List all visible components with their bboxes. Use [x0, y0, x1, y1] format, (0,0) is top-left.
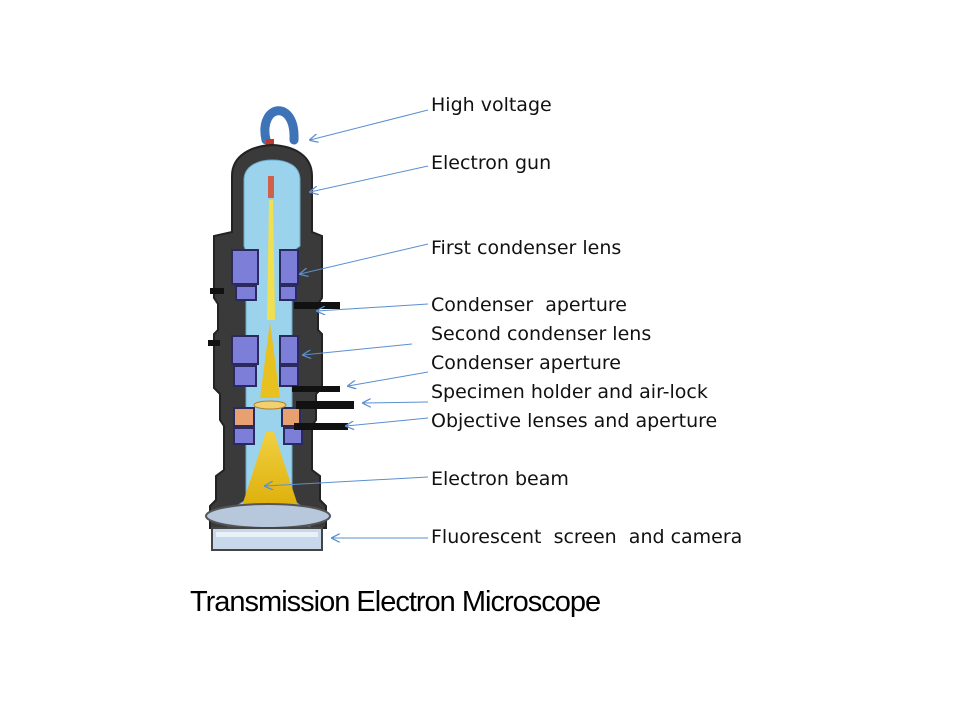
label-fluorescent-screen: Fluorescent screen and camera — [431, 526, 743, 548]
first-condenser-lens-blocks — [231, 249, 299, 301]
cable-connector — [266, 139, 274, 145]
label-second-condenser-lens: Second condenser lens — [431, 323, 652, 345]
label-objective-lenses: Objective lenses and aperture — [431, 410, 718, 432]
label-electron-gun: Electron gun — [431, 152, 552, 174]
electron-beam-cone — [260, 322, 280, 398]
fluorescent-screen — [205, 503, 331, 529]
label-electron-beam: Electron beam — [431, 468, 569, 490]
label-high-voltage: High voltage — [431, 94, 552, 116]
side-flanges — [208, 288, 354, 430]
specimen — [253, 400, 287, 410]
label-condenser-aperture-1: Condenser aperture — [431, 294, 627, 316]
electron-gun-filament — [268, 176, 274, 198]
objective-lens-blocks — [233, 407, 303, 445]
diagram-caption: Transmission Electron Microscope — [190, 586, 601, 618]
electron-beam-lower — [238, 432, 302, 524]
second-condenser-lens-blocks — [231, 335, 299, 387]
camera-base — [211, 527, 323, 551]
label-first-condenser-lens: First condenser lens — [431, 237, 622, 259]
high-voltage-cable — [260, 106, 299, 145]
label-specimen-holder: Specimen holder and air-lock — [431, 381, 708, 403]
pointer-lines — [265, 109, 429, 538]
electron-beam-upper — [267, 200, 275, 320]
label-condenser-aperture-2: Condenser aperture — [431, 352, 621, 374]
